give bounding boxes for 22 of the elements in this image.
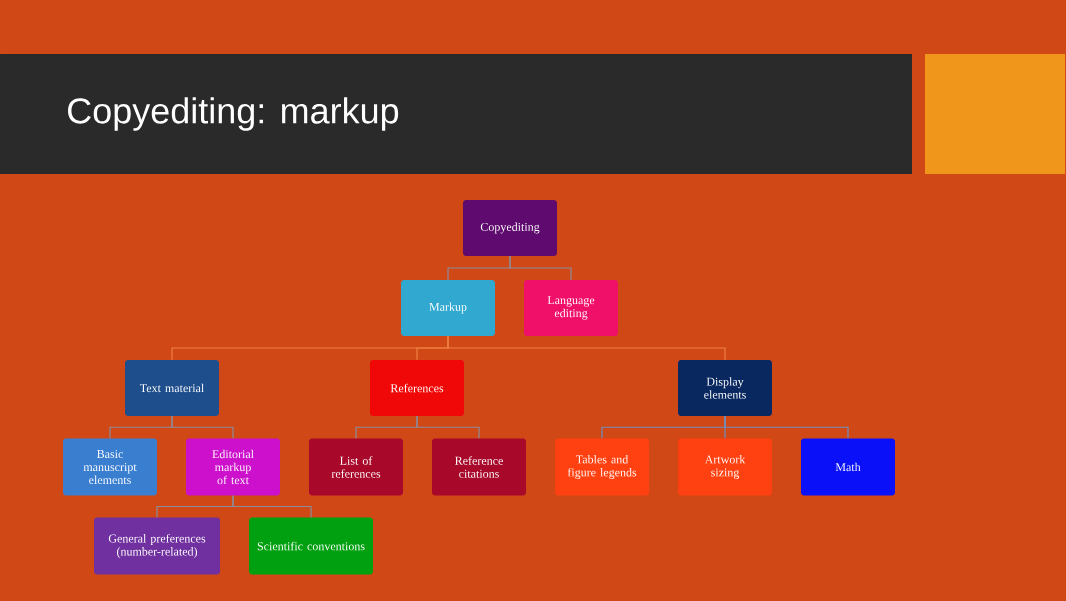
org-box: General preferences (number-related) <box>94 517 220 575</box>
org-box: Basic manuscript elements <box>63 438 157 496</box>
org-box: Scientific conventions <box>249 517 373 575</box>
org-box: Markup <box>401 280 495 336</box>
org-box: Editorial markup of text <box>186 438 280 496</box>
connector <box>171 415 234 439</box>
org-box: Copyediting <box>463 200 557 256</box>
org-box: Text material <box>125 360 219 416</box>
org-box: Reference citations <box>432 438 526 496</box>
connector <box>232 495 312 518</box>
connector <box>447 335 726 361</box>
org-box: List of references <box>309 438 403 496</box>
org-box: Display elements <box>678 360 772 416</box>
slide-title: Copyediting: markup <box>68 97 399 131</box>
org-box: Tables and figure legends <box>555 438 649 496</box>
org-box: Math <box>801 438 895 496</box>
connector <box>509 255 572 281</box>
connector <box>416 415 480 439</box>
org-box: References <box>370 360 464 416</box>
connector <box>724 415 849 439</box>
org-box: Artwork sizing <box>678 438 772 496</box>
org-box: Language editing <box>524 280 618 336</box>
